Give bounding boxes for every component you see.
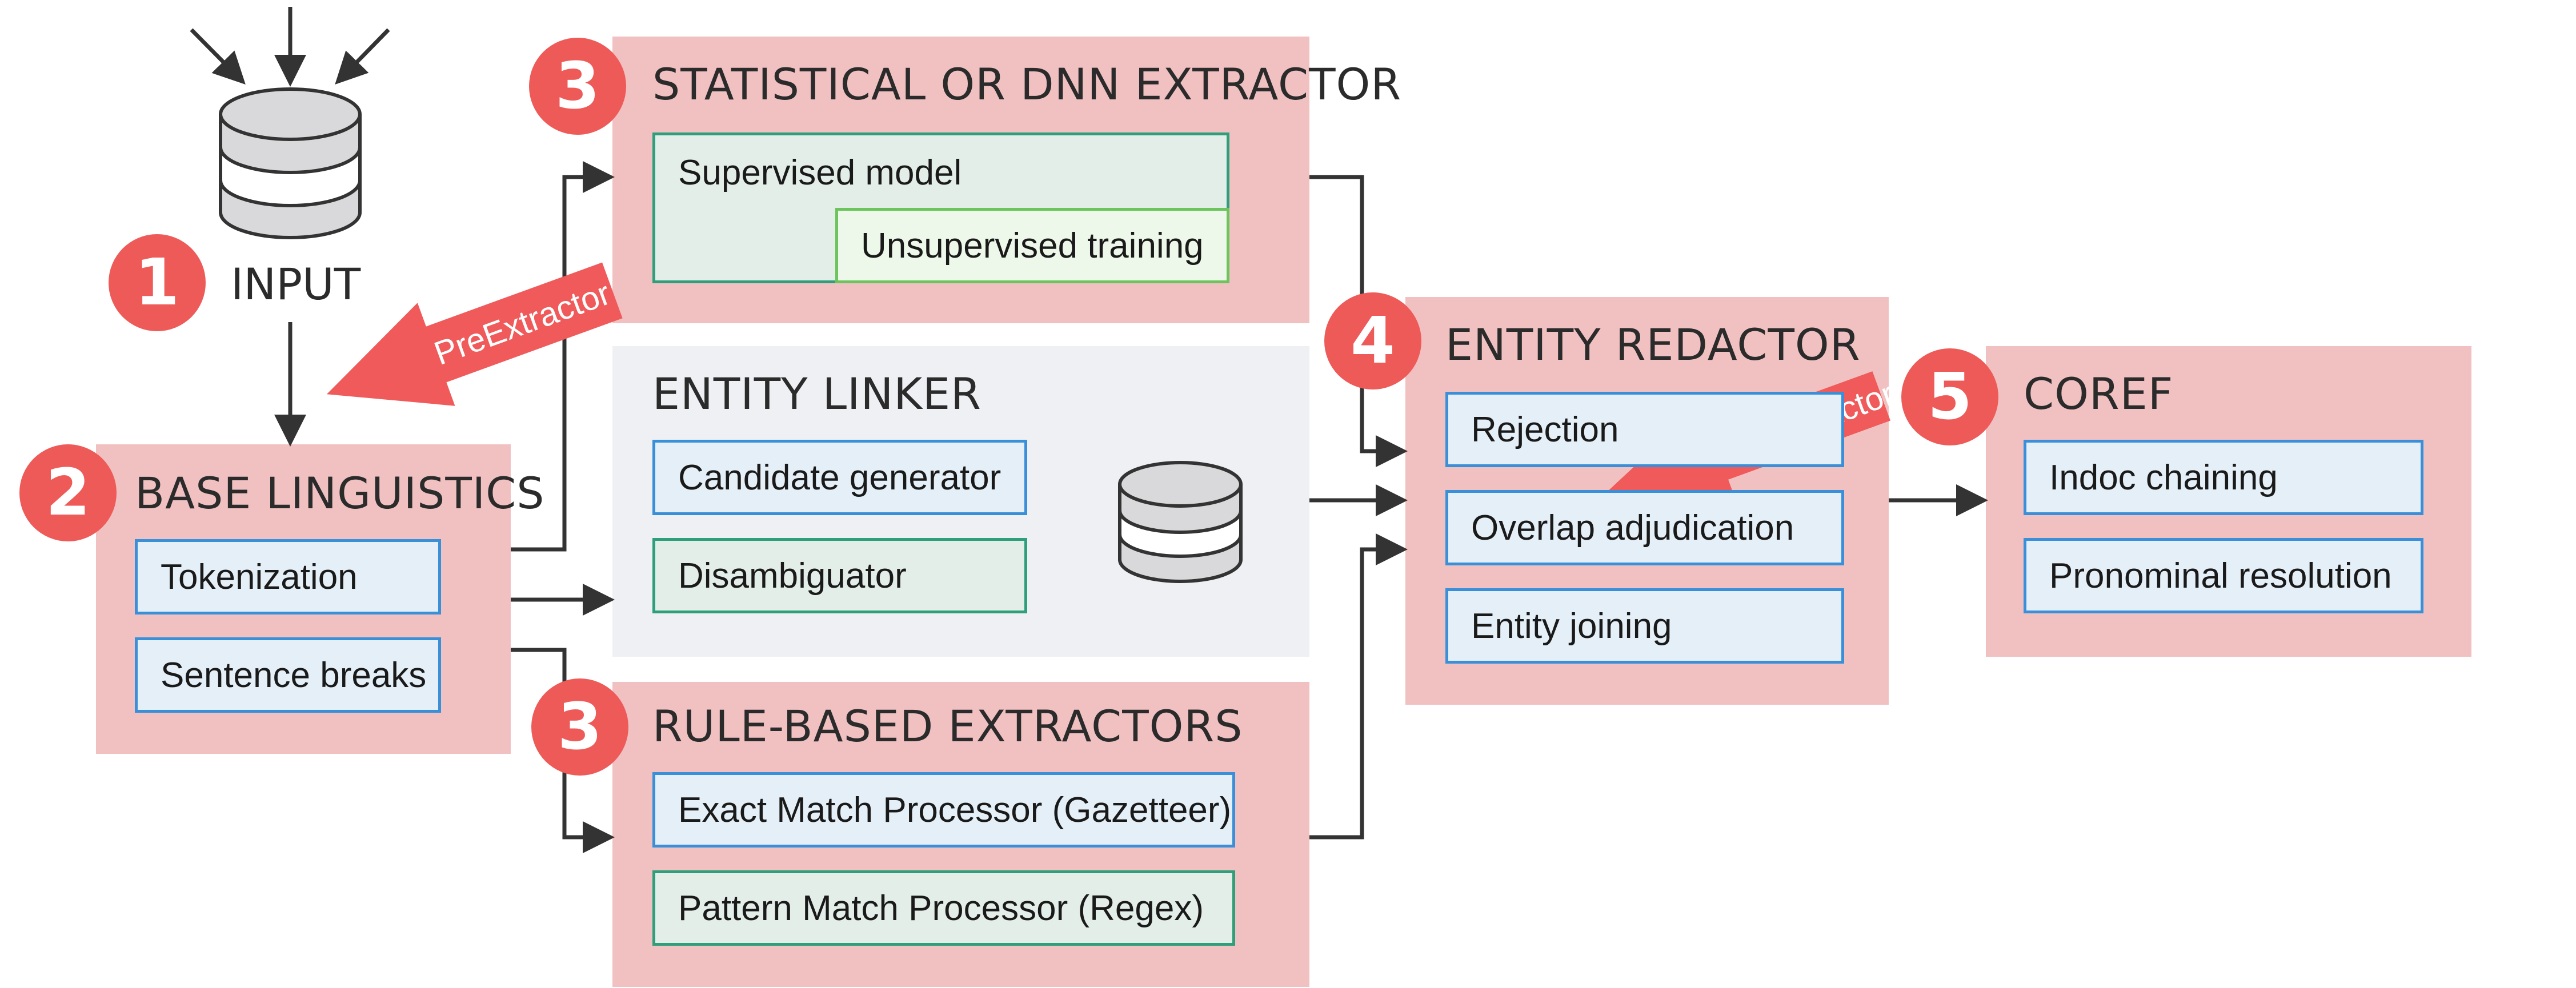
entity-redactor-badge: 4 [1324, 292, 1421, 389]
entity-joining-item: Entity joining [1445, 588, 1844, 664]
overlap-adjudication-item: Overlap adjudication [1445, 490, 1844, 565]
pronominal-resolution-item: Pronominal resolution [2024, 538, 2423, 613]
candidate-generator-item: Candidate generator [652, 440, 1027, 515]
exact-match-item: Exact Match Processor (Gazetteer) [652, 772, 1235, 848]
base-linguistics-title: BASE LINGUISTICS [135, 468, 545, 519]
entity-redactor-title: ENTITY REDACTOR [1445, 319, 1861, 370]
pattern-match-item: Pattern Match Processor (Regex) [652, 870, 1235, 946]
tokenization-item: Tokenization [135, 539, 441, 615]
disambiguator-item: Disambiguator [652, 538, 1027, 613]
coref-badge: 5 [1901, 348, 1998, 445]
unsupervised-training-item: Unsupervised training [835, 208, 1229, 283]
base-linguistics-badge: 2 [19, 444, 117, 541]
rule-based-title: RULE-BASED EXTRACTORS [652, 701, 1243, 752]
coref-title: COREF [2024, 368, 2174, 419]
input-arrow-right [335, 28, 390, 85]
linker-database-icon [1118, 461, 1243, 583]
input-arrow-left [190, 28, 246, 85]
sentence-breaks-item: Sentence breaks [135, 637, 441, 713]
statistical-badge: 3 [529, 38, 626, 135]
input-label: INPUT [231, 259, 361, 310]
base-to-statistical-arrow [511, 161, 615, 552]
statistical-title: STATISTICAL OR DNN EXTRACTOR [652, 59, 1402, 110]
input-database-icon [219, 87, 362, 239]
indoc-chaining-item: Indoc chaining [2024, 440, 2423, 515]
input-badge: 1 [109, 234, 206, 331]
supervised-model-label: Supervised model [678, 153, 962, 192]
rule-based-badge: 3 [531, 678, 628, 776]
rule-to-redactor-arrow [1309, 533, 1408, 840]
rejection-item: Rejection [1445, 392, 1844, 467]
entity-linker-title: ENTITY LINKER [652, 368, 981, 419]
